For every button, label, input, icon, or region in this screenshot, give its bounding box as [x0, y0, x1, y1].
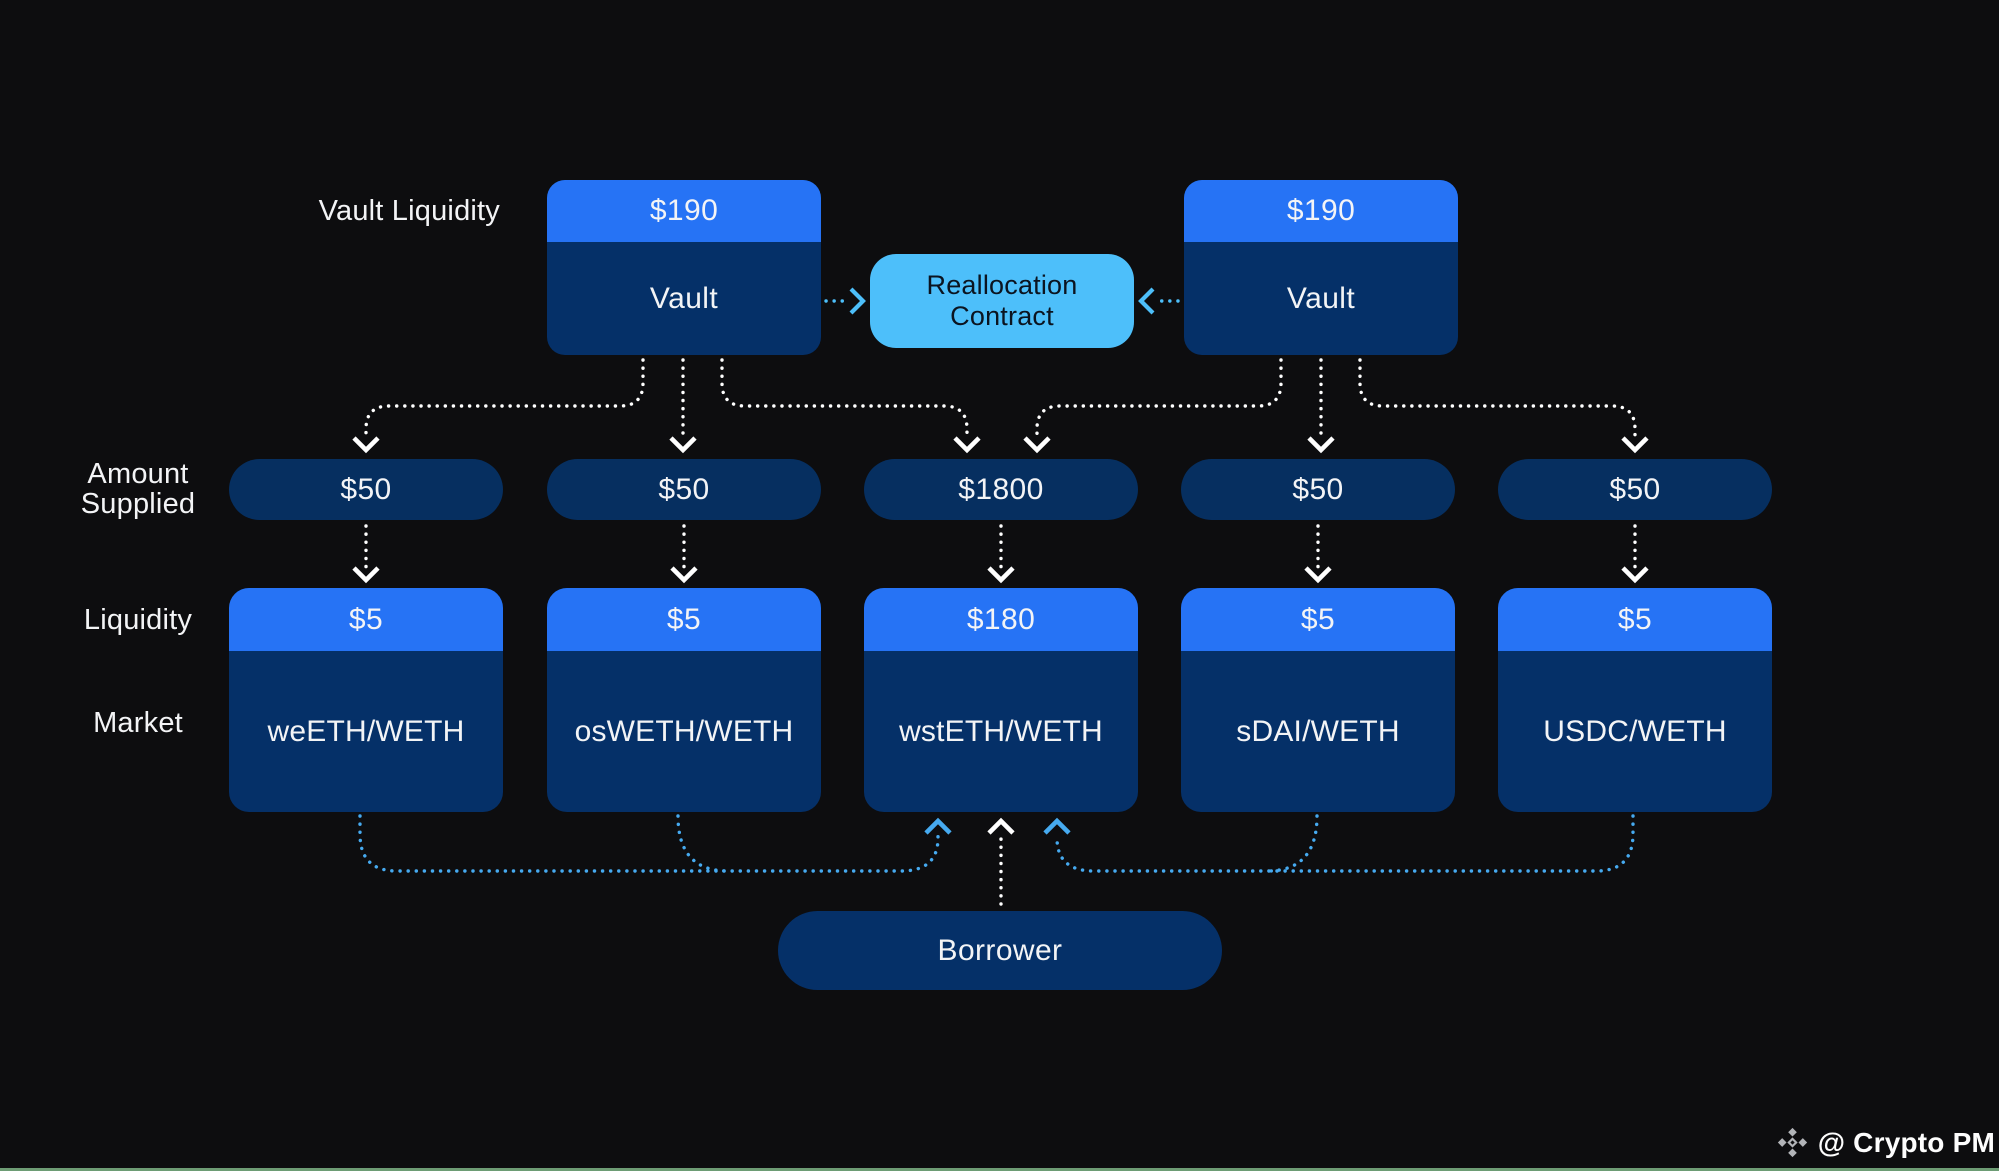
bottom-border-line — [0, 1168, 1999, 1171]
market4-liquidity-value: $5 — [1181, 588, 1455, 651]
markets-to-center-curves — [358, 814, 1635, 873]
watermark-handle: @ Crypto PM — [1817, 1126, 1995, 1158]
amount-pill-1: $50 — [229, 459, 503, 520]
vault-box-2: $190 Vault — [1184, 180, 1458, 355]
vault2-label: Vault — [1286, 281, 1356, 315]
market-box-3: $180 wstETH/WETH — [864, 588, 1138, 812]
label-amount-supplied: Amount Supplied — [27, 459, 249, 519]
market3-name: wstETH/WETH — [899, 714, 1103, 748]
label-liquidity: Liquidity — [83, 604, 193, 636]
market1-name: weETH/WETH — [267, 714, 465, 748]
label-amount-line1: Amount — [87, 458, 189, 490]
amount-pill-4: $50 — [1181, 459, 1455, 520]
market-box-1: $5 weETH/WETH — [229, 588, 503, 812]
amount-pill-2: $50 — [547, 459, 821, 520]
vault1-label: Vault — [649, 281, 719, 315]
vault1-to-pills-arrows — [364, 358, 969, 440]
up-chevrons-blue — [924, 817, 1071, 835]
vault1-liquidity-value: $190 — [547, 180, 821, 242]
down-chevrons-pills — [352, 436, 1649, 454]
amount-pill-3: $1800 — [864, 459, 1138, 520]
vault2-liquidity-value: $190 — [1184, 180, 1458, 242]
reallocation-line1: Reallocation — [926, 270, 1078, 300]
label-market: Market — [93, 707, 183, 739]
market-box-2: $5 osWETH/WETH — [547, 588, 821, 812]
reallocation-line2: Contract — [950, 301, 1054, 331]
market1-liquidity-value: $5 — [229, 588, 503, 651]
label-vault-liquidity: Vault Liquidity — [318, 195, 500, 227]
market4-name: sDAI/WETH — [1236, 714, 1400, 748]
pills-to-markets-arrows — [364, 524, 1637, 570]
vault-box-1: $190 Vault — [547, 180, 821, 355]
down-chevrons-markets — [352, 566, 1649, 584]
binance-diamond-icon — [1777, 1127, 1807, 1158]
market-box-4: $5 sDAI/WETH — [1181, 588, 1455, 812]
label-amount-line2: Supplied — [80, 488, 196, 520]
up-chevron-white — [987, 817, 1015, 835]
market2-name: osWETH/WETH — [574, 714, 794, 748]
vault2-to-pills-arrows — [1035, 358, 1637, 440]
watermark: @ Crypto PM — [1776, 1126, 1995, 1159]
market5-name: USDC/WETH — [1543, 714, 1727, 748]
market5-liquidity-value: $5 — [1498, 588, 1772, 651]
market3-liquidity-value: $180 — [864, 588, 1138, 651]
market-box-5: $5 USDC/WETH — [1498, 588, 1772, 812]
borrower-pill: Borrower — [778, 911, 1222, 990]
reallocation-contract-box: Reallocation Contract — [870, 254, 1134, 348]
market2-liquidity-value: $5 — [547, 588, 821, 651]
amount-pill-5: $50 — [1498, 459, 1772, 520]
